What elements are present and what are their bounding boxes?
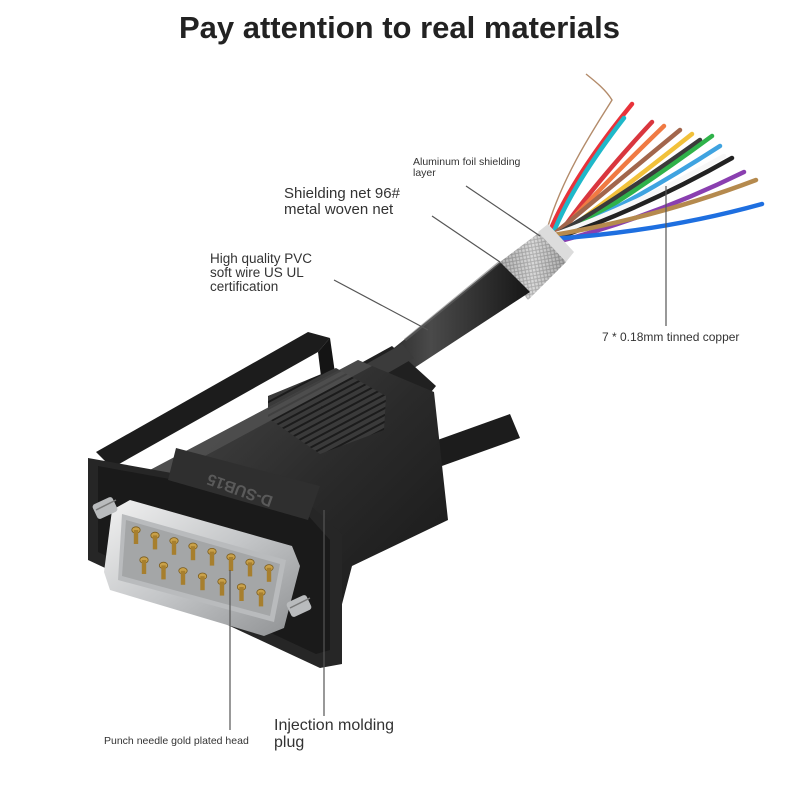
gold-pin-shaft (133, 530, 139, 544)
drain-wire (547, 73, 613, 227)
callout-tinned-copper: 7 * 0.18mm tinned copper (602, 330, 740, 344)
gold-pin-shaft (209, 551, 215, 566)
gold-pin-shaft (161, 565, 166, 580)
gold-pin-shaft (141, 560, 147, 574)
gold-pin-shaft (152, 535, 158, 550)
gold-pin-shaft (247, 562, 253, 577)
gold-pin-shaft (190, 546, 196, 561)
wire-strand (545, 101, 635, 239)
wire-strand (548, 153, 727, 239)
gold-pin-shaft (200, 576, 205, 591)
callout-shielding-net: Shielding net 96# metal woven net (284, 185, 400, 218)
wire-strand (548, 201, 765, 242)
wire-strand (545, 127, 683, 242)
callout-molding-plug: Injection molding plug (274, 717, 395, 751)
page-title: Pay attention to real materials (178, 10, 621, 45)
colored-wires (545, 101, 765, 245)
gold-pin-shaft (266, 567, 272, 582)
gold-pin-shaft (239, 587, 244, 601)
wire-strand (551, 137, 703, 239)
connector-body (88, 332, 520, 668)
gold-pin-shaft (219, 581, 225, 596)
leader-lines (229, 185, 667, 730)
wire-strand (548, 115, 627, 242)
gold-pin-shaft (258, 592, 264, 607)
thumb-screw-right (286, 595, 312, 617)
callout-aluminum-foil: Aluminum foil shielding layer (413, 156, 521, 179)
callout-gold-pins: Punch needle gold plated head (104, 735, 249, 747)
callout-pvc-wire: High quality PVC soft wire US UL certifi… (210, 251, 313, 295)
wire-strand (545, 177, 759, 239)
gold-pin-shaft (228, 557, 234, 571)
thumb-screw-left (92, 497, 118, 519)
gold-plated-pins (131, 526, 274, 607)
gold-pin-shaft (180, 570, 186, 585)
gold-pin-shaft (171, 540, 177, 555)
